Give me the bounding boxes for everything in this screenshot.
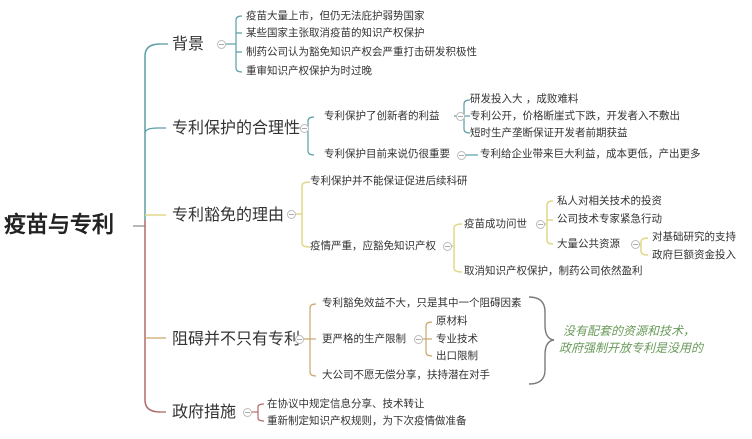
collapse-toggle-icon[interactable] <box>456 112 465 121</box>
summary-note: 没有配套的资源和技术， 政府强制开放专利是没用的 <box>559 323 703 357</box>
branch-waiver-reasons[interactable]: 专利豁免的理由 <box>172 205 285 224</box>
collapse-toggle-icon[interactable] <box>414 335 423 344</box>
collapse-toggle-icon[interactable] <box>443 242 452 251</box>
node-leaf[interactable]: 专利给企业带来巨大利益，成本更低，产出更多 <box>480 148 701 160</box>
node-still-important[interactable]: 专利保护目前来说仍很重要 <box>324 148 450 160</box>
node-leaf[interactable]: 重审知识产权保护为时过晚 <box>246 65 372 77</box>
note-line: 没有配套的资源和技术， <box>563 324 696 338</box>
node-leaf[interactable]: 专利公开，价格断崖式下跌，开发者入不敷出 <box>470 110 680 122</box>
node-leaf[interactable]: 研发投入大 ，成败难料 <box>470 93 579 105</box>
branch-background[interactable]: 背景 <box>172 34 205 53</box>
node-innovator-interest[interactable]: 专利保护了创新者的利益 <box>324 110 440 122</box>
collapse-toggle-icon[interactable] <box>295 335 304 344</box>
node-leaf[interactable]: 出口限制 <box>436 350 478 362</box>
branch-government-measures[interactable]: 政府措施 <box>172 402 237 421</box>
node-leaf[interactable]: 政府巨额资金投入 <box>652 249 736 261</box>
node-leaf[interactable]: 短时生产垄断保证开发者前期获益 <box>470 127 628 139</box>
collapse-toggle-icon[interactable] <box>287 210 296 219</box>
root-node[interactable]: 疫苗与专利 <box>4 213 115 238</box>
collapse-toggle-icon[interactable] <box>457 151 466 160</box>
node-leaf[interactable]: 对基础研究的支持 <box>652 231 736 243</box>
node-leaf[interactable]: 重新制定知识产权规则，为下次疫情做准备 <box>267 415 467 427</box>
branch-obstacles[interactable]: 阻碍并不只有专利 <box>172 329 301 348</box>
collapse-toggle-icon[interactable] <box>217 40 226 49</box>
collapse-toggle-icon[interactable] <box>300 124 309 133</box>
collapse-toggle-icon[interactable] <box>243 408 252 417</box>
node-leaf[interactable]: 公司技术专家紧急行动 <box>557 213 662 225</box>
node-leaf[interactable]: 某些国家主张取消疫苗的知识产权保护 <box>246 27 425 39</box>
node-vaccine-success[interactable]: 疫苗成功问世 <box>464 218 527 230</box>
node-leaf[interactable]: 私人对相关技术的投资 <box>557 195 662 207</box>
node-leaf[interactable]: 大公司不愿无偿分享，扶持潜在对手 <box>322 369 490 381</box>
collapse-toggle-icon[interactable] <box>631 240 640 249</box>
node-leaf[interactable]: 疫苗大量上市，但仍无法庇护弱势国家 <box>246 10 425 22</box>
node-leaf[interactable]: 专业技术 <box>436 333 478 345</box>
node-leaf[interactable]: 专利豁免效益不大，只是其中一个阻碍因素 <box>322 297 522 309</box>
node-leaf[interactable]: 专利保护并不能保证促进后续科研 <box>310 175 468 187</box>
collapse-toggle-icon[interactable] <box>536 220 545 229</box>
node-leaf[interactable]: 制药公司认为豁免知识产权会严重打击研发积极性 <box>246 46 477 58</box>
node-production-limits[interactable]: 更严格的生产限制 <box>322 333 406 345</box>
node-leaf[interactable]: 原材料 <box>436 315 468 327</box>
node-public-resources[interactable]: 大量公共资源 <box>557 238 620 250</box>
node-epidemic-severe[interactable]: 疫情严重，应豁免知识产权 <box>310 240 436 252</box>
node-leaf[interactable]: 在协议中规定信息分享、技术转让 <box>267 398 425 410</box>
branch-patent-justification[interactable]: 专利保护的合理性 <box>172 118 301 137</box>
note-line: 政府强制开放专利是没用的 <box>559 341 704 355</box>
node-leaf[interactable]: 取消知识产权保护，制药公司依然盈利 <box>464 265 643 277</box>
